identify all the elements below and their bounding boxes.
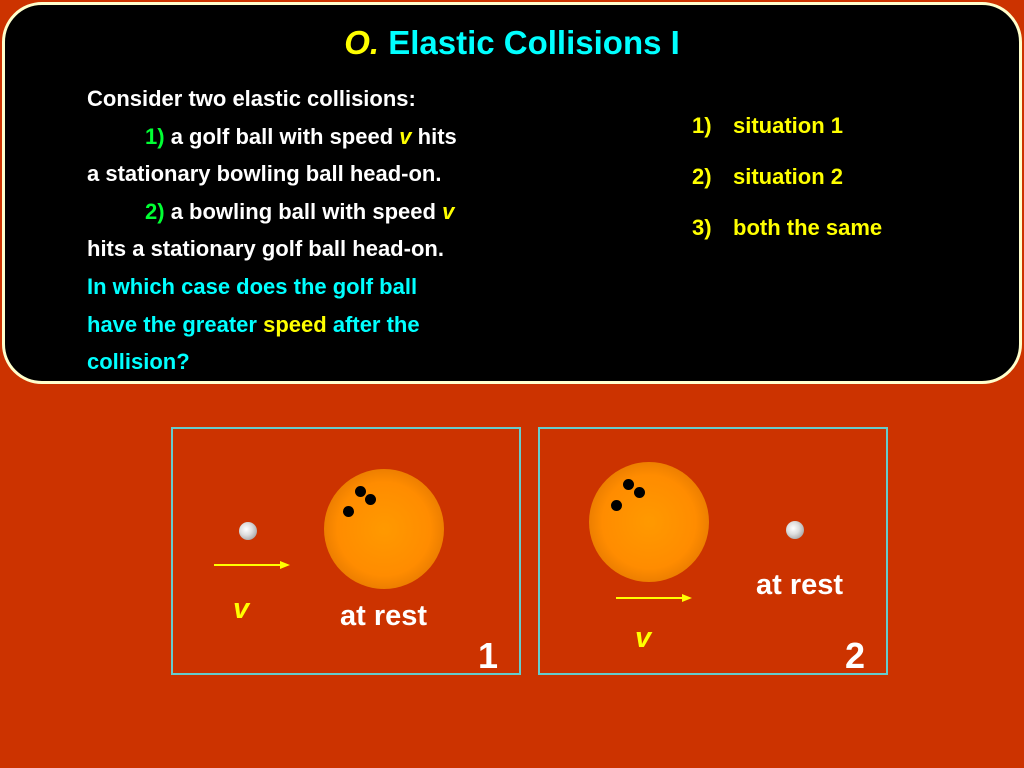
answer-number: 3)	[692, 215, 712, 240]
case1-text-a: a golf ball with speed	[170, 123, 394, 149]
answer-list: 1) situation 1 2) situation 2 3) both the s…	[692, 113, 882, 266]
case2-line1: 2) a bowling ball with speed v	[87, 193, 567, 231]
at-rest-label: at rest	[340, 600, 428, 632]
answer-number: 1)	[692, 113, 712, 138]
velocity-arrow-icon	[214, 561, 290, 569]
ask-line2-c: after the	[332, 311, 420, 337]
velocity-label: v	[233, 593, 250, 625]
finger-hole	[355, 486, 366, 497]
situation-number: 1	[478, 635, 499, 676]
situation2-diagram: at rest v 2	[538, 427, 888, 676]
finger-hole	[365, 494, 376, 505]
answer-option-2[interactable]: 2) situation 2	[692, 164, 882, 215]
answer-option-3[interactable]: 3) both the same	[692, 215, 882, 266]
question-panel	[2, 2, 1022, 384]
answer-number: 2)	[692, 164, 712, 189]
question-text: Consider two elastic collisions: 1) a go…	[87, 80, 567, 381]
bowling-ball	[589, 462, 709, 582]
case2-line2: hits a stationary golf ball head-on.	[87, 236, 444, 262]
bowling-ball	[324, 469, 444, 589]
golf-ball	[786, 521, 804, 539]
slide-title: O. Elastic Collisions I	[0, 24, 1024, 62]
finger-hole	[611, 500, 622, 511]
case1-number: 1)	[145, 123, 165, 149]
finger-hole	[623, 479, 634, 490]
title-text: Elastic Collisions I	[388, 24, 680, 61]
ask-line1: In which case does the golf ball	[87, 273, 418, 299]
ask-line2-b: speed	[263, 311, 327, 337]
ask-line2-a: have the greater	[87, 311, 257, 337]
situation1-diagram: v at rest 1	[171, 427, 521, 676]
case2-number: 2)	[145, 198, 165, 224]
golf-ball	[239, 522, 257, 540]
case1-text-b: hits	[417, 123, 457, 149]
situation-number: 2	[845, 635, 866, 676]
case2-text-a: a bowling ball with speed	[170, 198, 436, 224]
finger-hole	[634, 487, 645, 498]
case2-variable: v	[442, 198, 455, 224]
question-intro: Consider two elastic collisions:	[87, 86, 416, 111]
case1-line2: a stationary bowling ball head-on.	[87, 161, 442, 187]
velocity-label: v	[635, 622, 652, 654]
answer-text: situation 1	[733, 113, 844, 138]
case1-line1: 1) a golf ball with speed v hits	[87, 118, 567, 156]
ask-line3: collision?	[87, 349, 190, 375]
case1-variable: v	[399, 123, 412, 149]
velocity-arrow-icon	[616, 594, 692, 602]
at-rest-label: at rest	[756, 569, 844, 601]
finger-hole	[343, 506, 354, 517]
title-label: O.	[344, 24, 380, 61]
ask-line2: have the greater speed after the	[87, 306, 567, 344]
answer-text: situation 2	[733, 164, 844, 189]
answer-text: both the same	[733, 215, 883, 240]
answer-option-1[interactable]: 1) situation 1	[692, 113, 882, 164]
